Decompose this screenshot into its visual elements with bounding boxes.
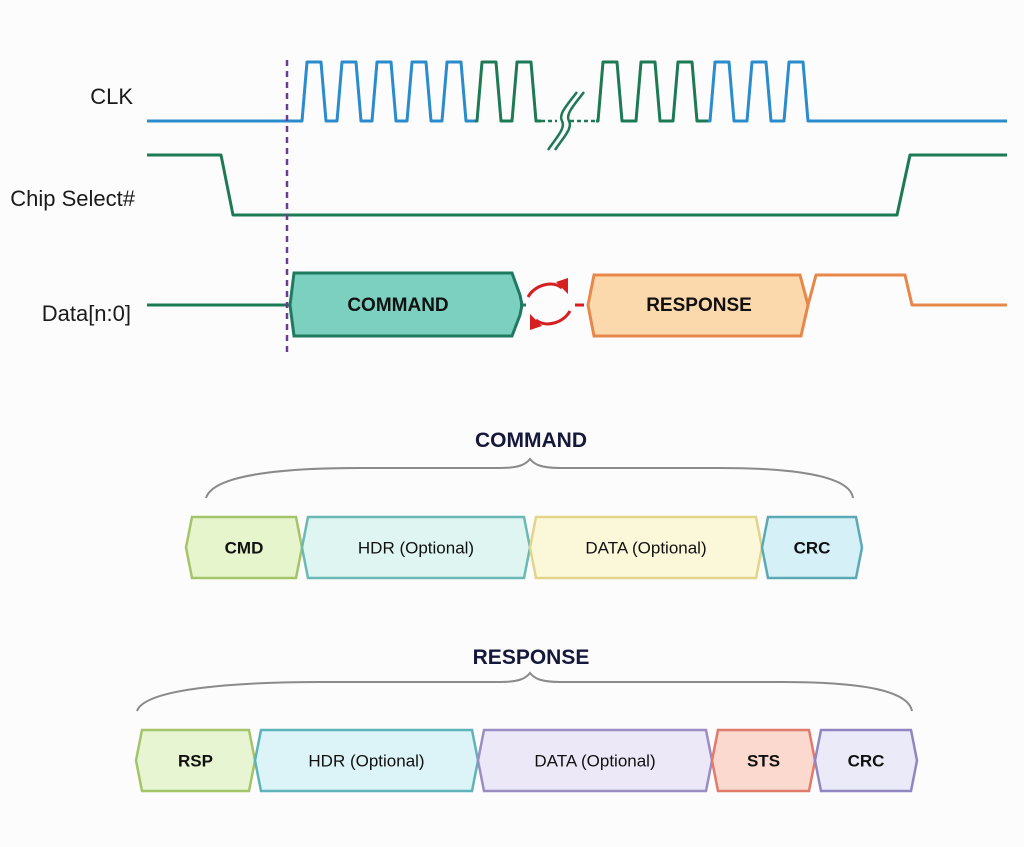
response-phase-label: RESPONSE (646, 295, 752, 316)
clk-pulses-group-1-blue (300, 60, 477, 123)
chip-select-waveform (147, 153, 1007, 217)
turnaround-arrows-icon (526, 278, 584, 330)
response-field-data-optional-label: DATA (Optional) (534, 752, 655, 771)
response-field-sts-label: STS (747, 752, 780, 771)
command-field-cmd-label: CMD (225, 539, 264, 558)
data-bus-label: Data[n:0] (42, 301, 131, 326)
command-packet-fields: CMD HDR (Optional) DATA (Optional) CRC (184, 515, 864, 580)
response-field-hdr-optional-label: HDR (Optional) (308, 752, 424, 771)
clk-waveform (147, 60, 1007, 151)
response-tail-waveform (806, 273, 1007, 307)
command-packet-title: COMMAND (475, 429, 587, 452)
response-field-crc-box (813, 728, 919, 793)
clk-label: CLK (90, 84, 133, 109)
clock-break-icon (541, 91, 597, 151)
command-field-data-optional-label: DATA (Optional) (585, 539, 706, 558)
data-bus-waveform: COMMAND RESPONSE (147, 271, 1007, 338)
clk-pulses-group-2-blue (708, 60, 1007, 123)
command-field-crc-label: CRC (794, 539, 831, 558)
chip-select-label: Chip Select# (10, 186, 136, 211)
response-field-crc-label: CRC (848, 752, 885, 771)
command-packet-brace (205, 457, 854, 499)
clk-pulses-group-1-green (475, 60, 541, 123)
response-packet-brace (136, 671, 913, 712)
response-packet-fields: RSP HDR (Optional) DATA (Optional) STS CRC (134, 728, 919, 793)
command-phase-label: COMMAND (347, 295, 448, 316)
command-field-hdr-optional-label: HDR (Optional) (358, 539, 474, 558)
response-field-rsp-label: RSP (178, 752, 213, 771)
clk-pulses-group-2-green (596, 60, 710, 123)
response-packet-title: RESPONSE (473, 646, 590, 669)
command-field-crc-box (760, 515, 864, 580)
